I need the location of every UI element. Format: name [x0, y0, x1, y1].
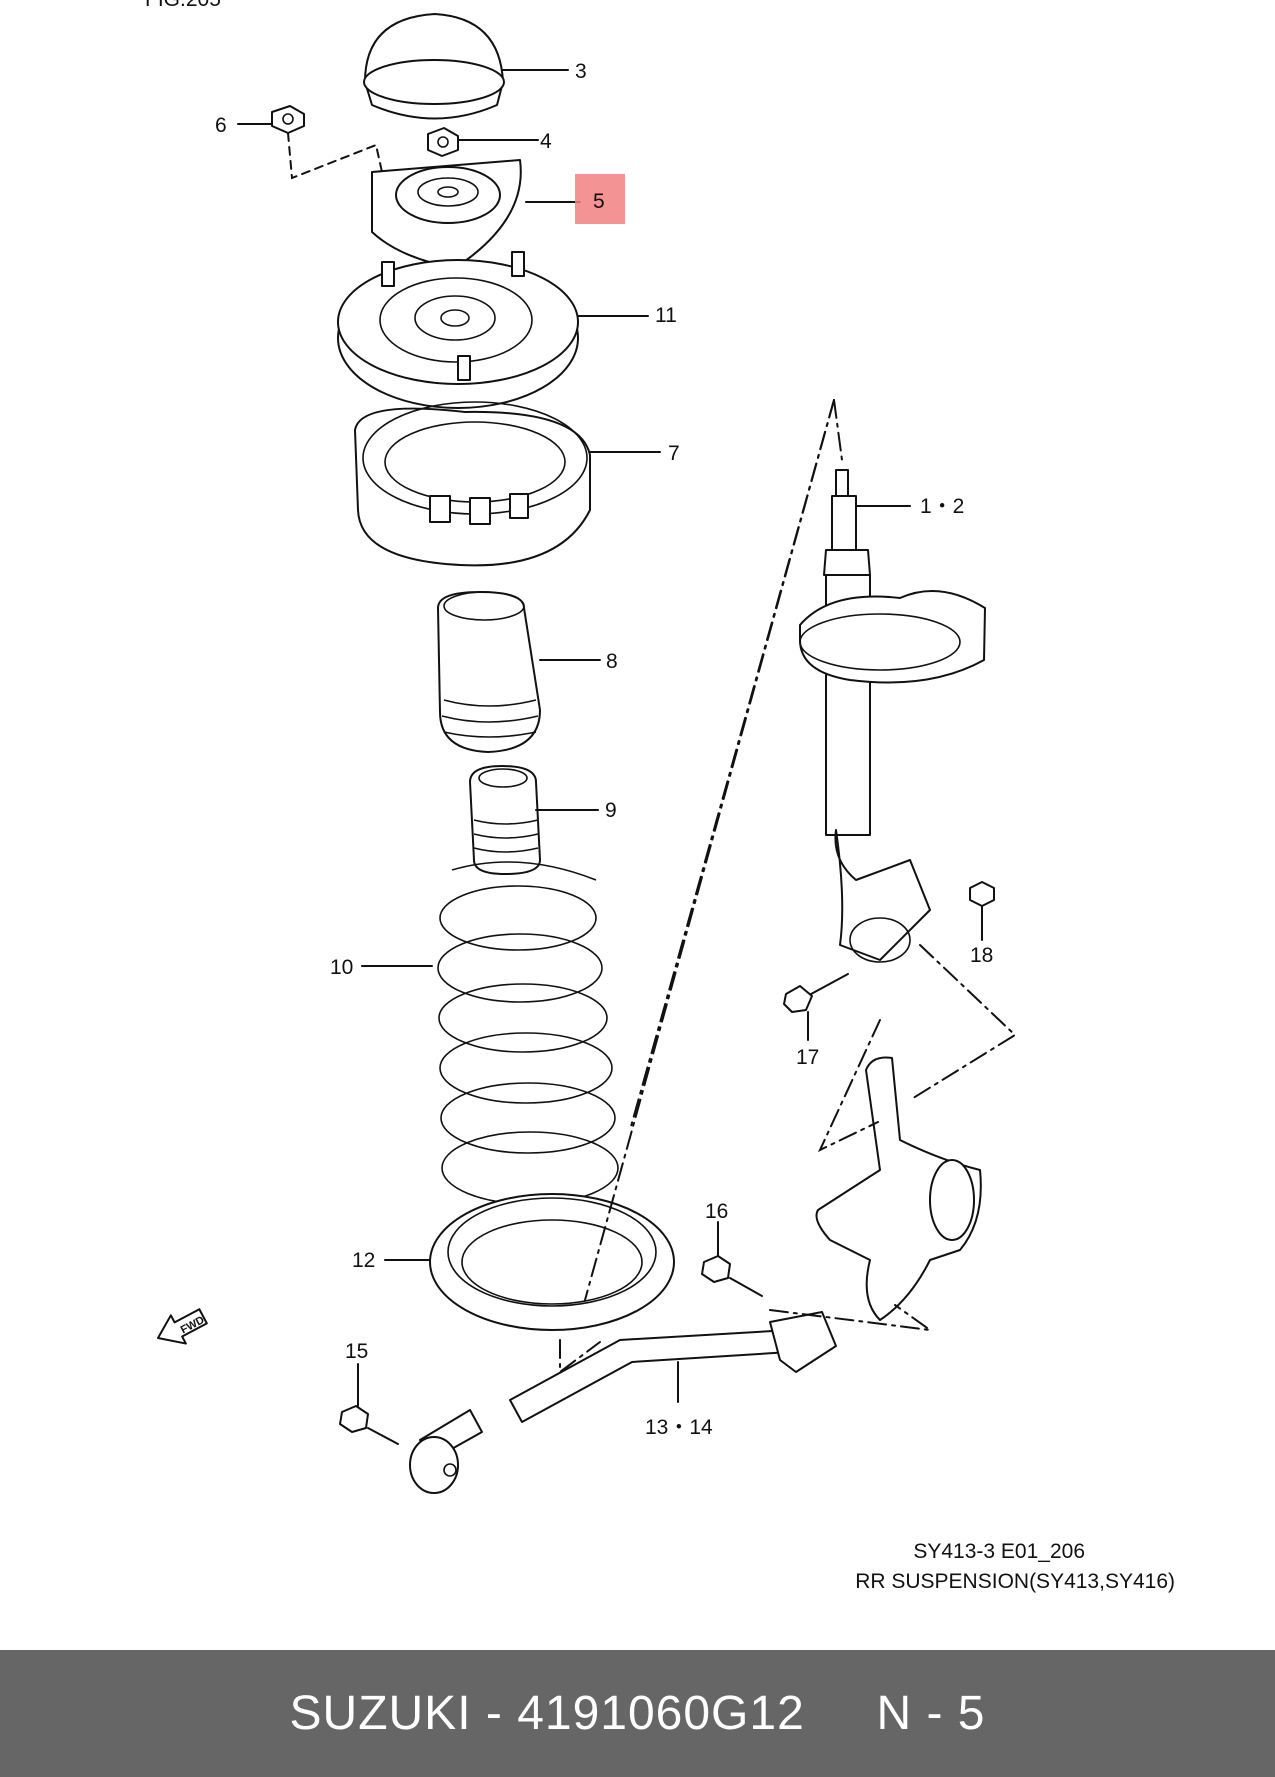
callout-5: 5 — [593, 190, 605, 213]
callout-10: 10 — [330, 956, 353, 979]
part-8-bumper — [437, 591, 541, 753]
part-11-upper-mount — [337, 251, 579, 409]
part-9-boot — [469, 765, 541, 875]
callout-11: 11 — [655, 304, 677, 327]
footer-callout-ref: N - 5 — [876, 1687, 986, 1740]
part-6-nut — [271, 105, 305, 134]
callout-12: 12 — [352, 1249, 375, 1272]
part-18-nut — [969, 881, 995, 907]
callout-3: 3 — [575, 60, 587, 83]
part-13-14-rod — [409, 1311, 837, 1494]
figure-label: FIG.205 — [145, 0, 221, 11]
exploded-parts-diagram: FIG.205 3 6 4 5 11 — [145, 0, 1017, 1494]
diagram-title: RR SUSPENSION(SY413,SY416) — [855, 1570, 1175, 1593]
callout-13-14: 13・14 — [645, 1416, 713, 1439]
part-16-bolt — [701, 1255, 763, 1297]
highlight-box — [575, 174, 625, 224]
callout-18: 18 — [970, 944, 993, 967]
part-5-mount — [371, 159, 522, 269]
callout-8: 8 — [606, 650, 618, 673]
part-7-seat — [354, 401, 591, 567]
assembly-lines — [559, 399, 1017, 1374]
footer-bar: SUZUKI - 4191060G12 N - 5 — [0, 1650, 1275, 1777]
diagram-code: SY413-3 E01_206 — [913, 1540, 1085, 1563]
callout-17: 17 — [796, 1046, 819, 1069]
callout-7: 7 — [668, 442, 680, 465]
callout-4: 4 — [540, 130, 552, 153]
footer-brand: SUZUKI — [289, 1687, 472, 1740]
callout-9: 9 — [605, 799, 617, 822]
part-17-bolt — [783, 973, 849, 1013]
fwd-arrow-icon: FWD — [157, 1308, 208, 1345]
part-12-lower-seat — [429, 1193, 675, 1331]
callout-15: 15 — [345, 1340, 368, 1363]
callout-1-2: 1・2 — [920, 495, 964, 518]
part-1-2-strut — [799, 469, 986, 963]
part-15-bolt — [339, 1405, 399, 1445]
part-10-spring — [437, 861, 619, 1205]
part-3-cap — [363, 13, 505, 120]
callout-6: 6 — [215, 114, 227, 137]
callout-16: 16 — [705, 1200, 728, 1223]
footer-separator: - — [471, 1687, 518, 1740]
part-4-nut — [427, 127, 459, 157]
footer-part-number: 4191060G12 — [517, 1687, 805, 1740]
footer-gap — [805, 1686, 877, 1741]
knuckle — [815, 1056, 982, 1321]
